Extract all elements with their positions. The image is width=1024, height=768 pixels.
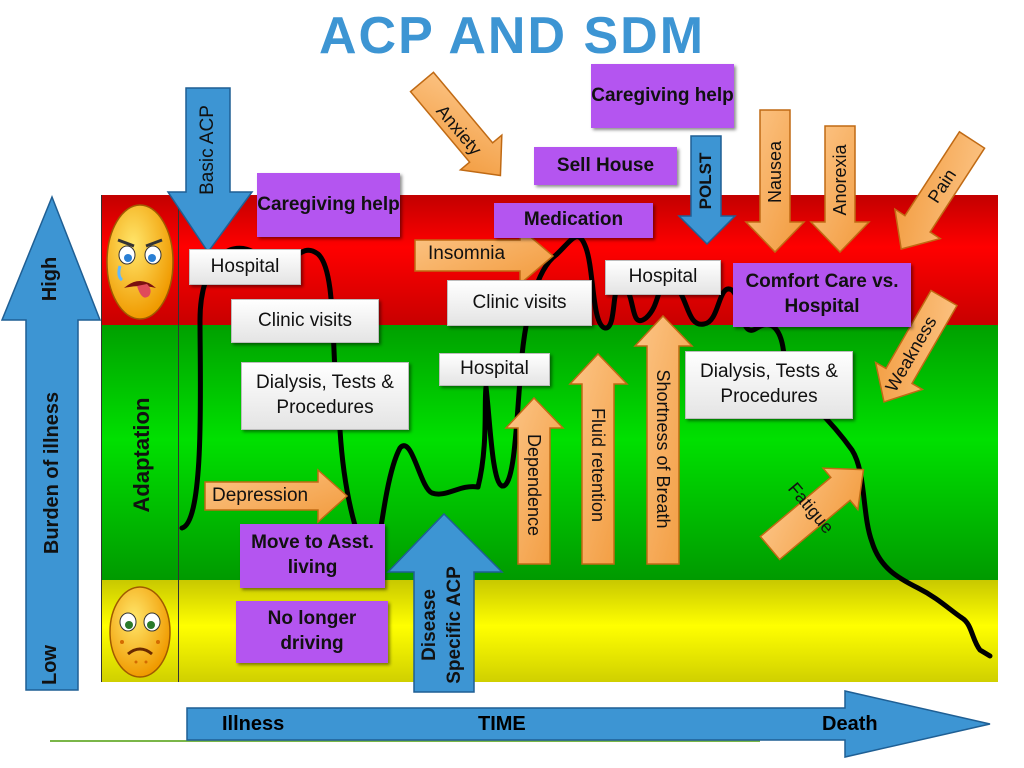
clinic-visits-box-1: Clinic visits (231, 299, 379, 343)
clinic-visits-box-2: Clinic visits (447, 280, 592, 326)
time-end-label: Death (822, 713, 878, 735)
dialysis-box-2: Dialysis, Tests & Procedures (685, 351, 853, 419)
symptom-insomnia: Insomnia (428, 243, 506, 264)
hospital-box-2: Hospital (439, 353, 550, 386)
caregiving-help-box-left: Caregiving help (257, 173, 400, 237)
disease-specific-acp-arrow (386, 512, 504, 693)
symptom-dependence: Dependence (524, 433, 545, 537)
comfort-care-box: Comfort Care vs. Hospital (733, 263, 911, 327)
symptom-fluid-retention: Fluid retention (588, 407, 609, 523)
symptom-depression: Depression (212, 485, 309, 506)
page-title: ACP AND SDM (318, 7, 706, 65)
no-longer-driving-box: No longer driving (236, 601, 388, 663)
caregiving-help-box-top: Caregiving help (591, 64, 734, 128)
sad-face-icon (109, 586, 171, 678)
burden-axis-arrow (0, 195, 102, 691)
time-axis-arrow (50, 690, 991, 758)
hospital-box-1: Hospital (189, 249, 301, 285)
sell-house-box: Sell House (534, 147, 677, 185)
symptom-anorexia: Anorexia (829, 144, 850, 216)
dialysis-box-1: Dialysis, Tests & Procedures (241, 362, 409, 430)
polst-arrow (677, 135, 737, 246)
distressed-face-icon (106, 204, 174, 320)
time-start-label: Illness (222, 713, 285, 735)
move-asst-living-box: Move to Asst. living (240, 524, 385, 588)
hospital-box-3: Hospital (605, 260, 721, 295)
symptom-shortness-of-breath: Shortness of Breath (653, 369, 674, 529)
medication-box: Medication (494, 203, 653, 238)
basic-acp-arrow (166, 87, 254, 254)
symptom-nausea: Nausea (764, 140, 785, 204)
face-column (101, 195, 179, 682)
time-middle-label: TIME (478, 713, 526, 735)
